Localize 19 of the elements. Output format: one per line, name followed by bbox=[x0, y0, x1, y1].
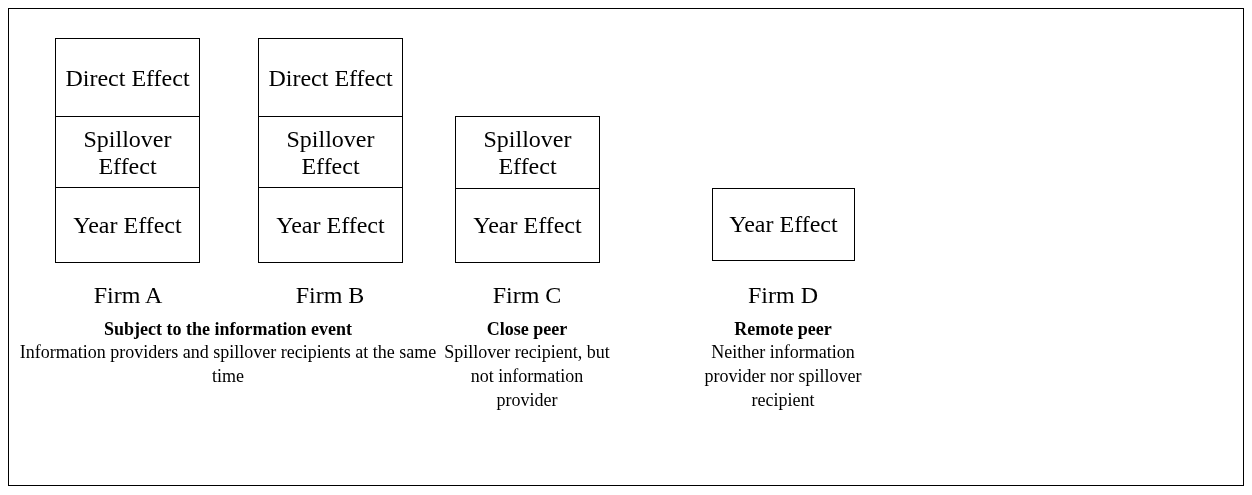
effect-box: Direct Effect bbox=[55, 38, 200, 118]
group-description: Information providers and spillover recipients at the same time bbox=[18, 341, 438, 388]
effect-box: Year Effect bbox=[455, 188, 600, 263]
firm-name: Firm A bbox=[92, 281, 164, 310]
effect-box: Year Effect bbox=[55, 187, 200, 263]
effect-box: Direct Effect bbox=[258, 38, 403, 118]
group-description: Neither information provider nor spillover recipient bbox=[703, 341, 863, 412]
firm-name: Firm D bbox=[747, 281, 819, 310]
effect-box: Year Effect bbox=[258, 187, 403, 263]
group-heading: Close peer bbox=[485, 318, 569, 340]
effect-box: Spillover Effect bbox=[55, 116, 200, 189]
effect-box: Year Effect bbox=[712, 188, 855, 261]
firm-name: Firm C bbox=[491, 281, 563, 310]
firm-name: Firm B bbox=[294, 281, 366, 310]
group-heading: Remote peer bbox=[733, 318, 833, 340]
effect-box: Spillover Effect bbox=[455, 116, 600, 190]
group-heading: Subject to the information event bbox=[103, 318, 353, 340]
group-description: Spillover recipient, but not information provider bbox=[443, 341, 611, 412]
effect-box: Spillover Effect bbox=[258, 116, 403, 189]
